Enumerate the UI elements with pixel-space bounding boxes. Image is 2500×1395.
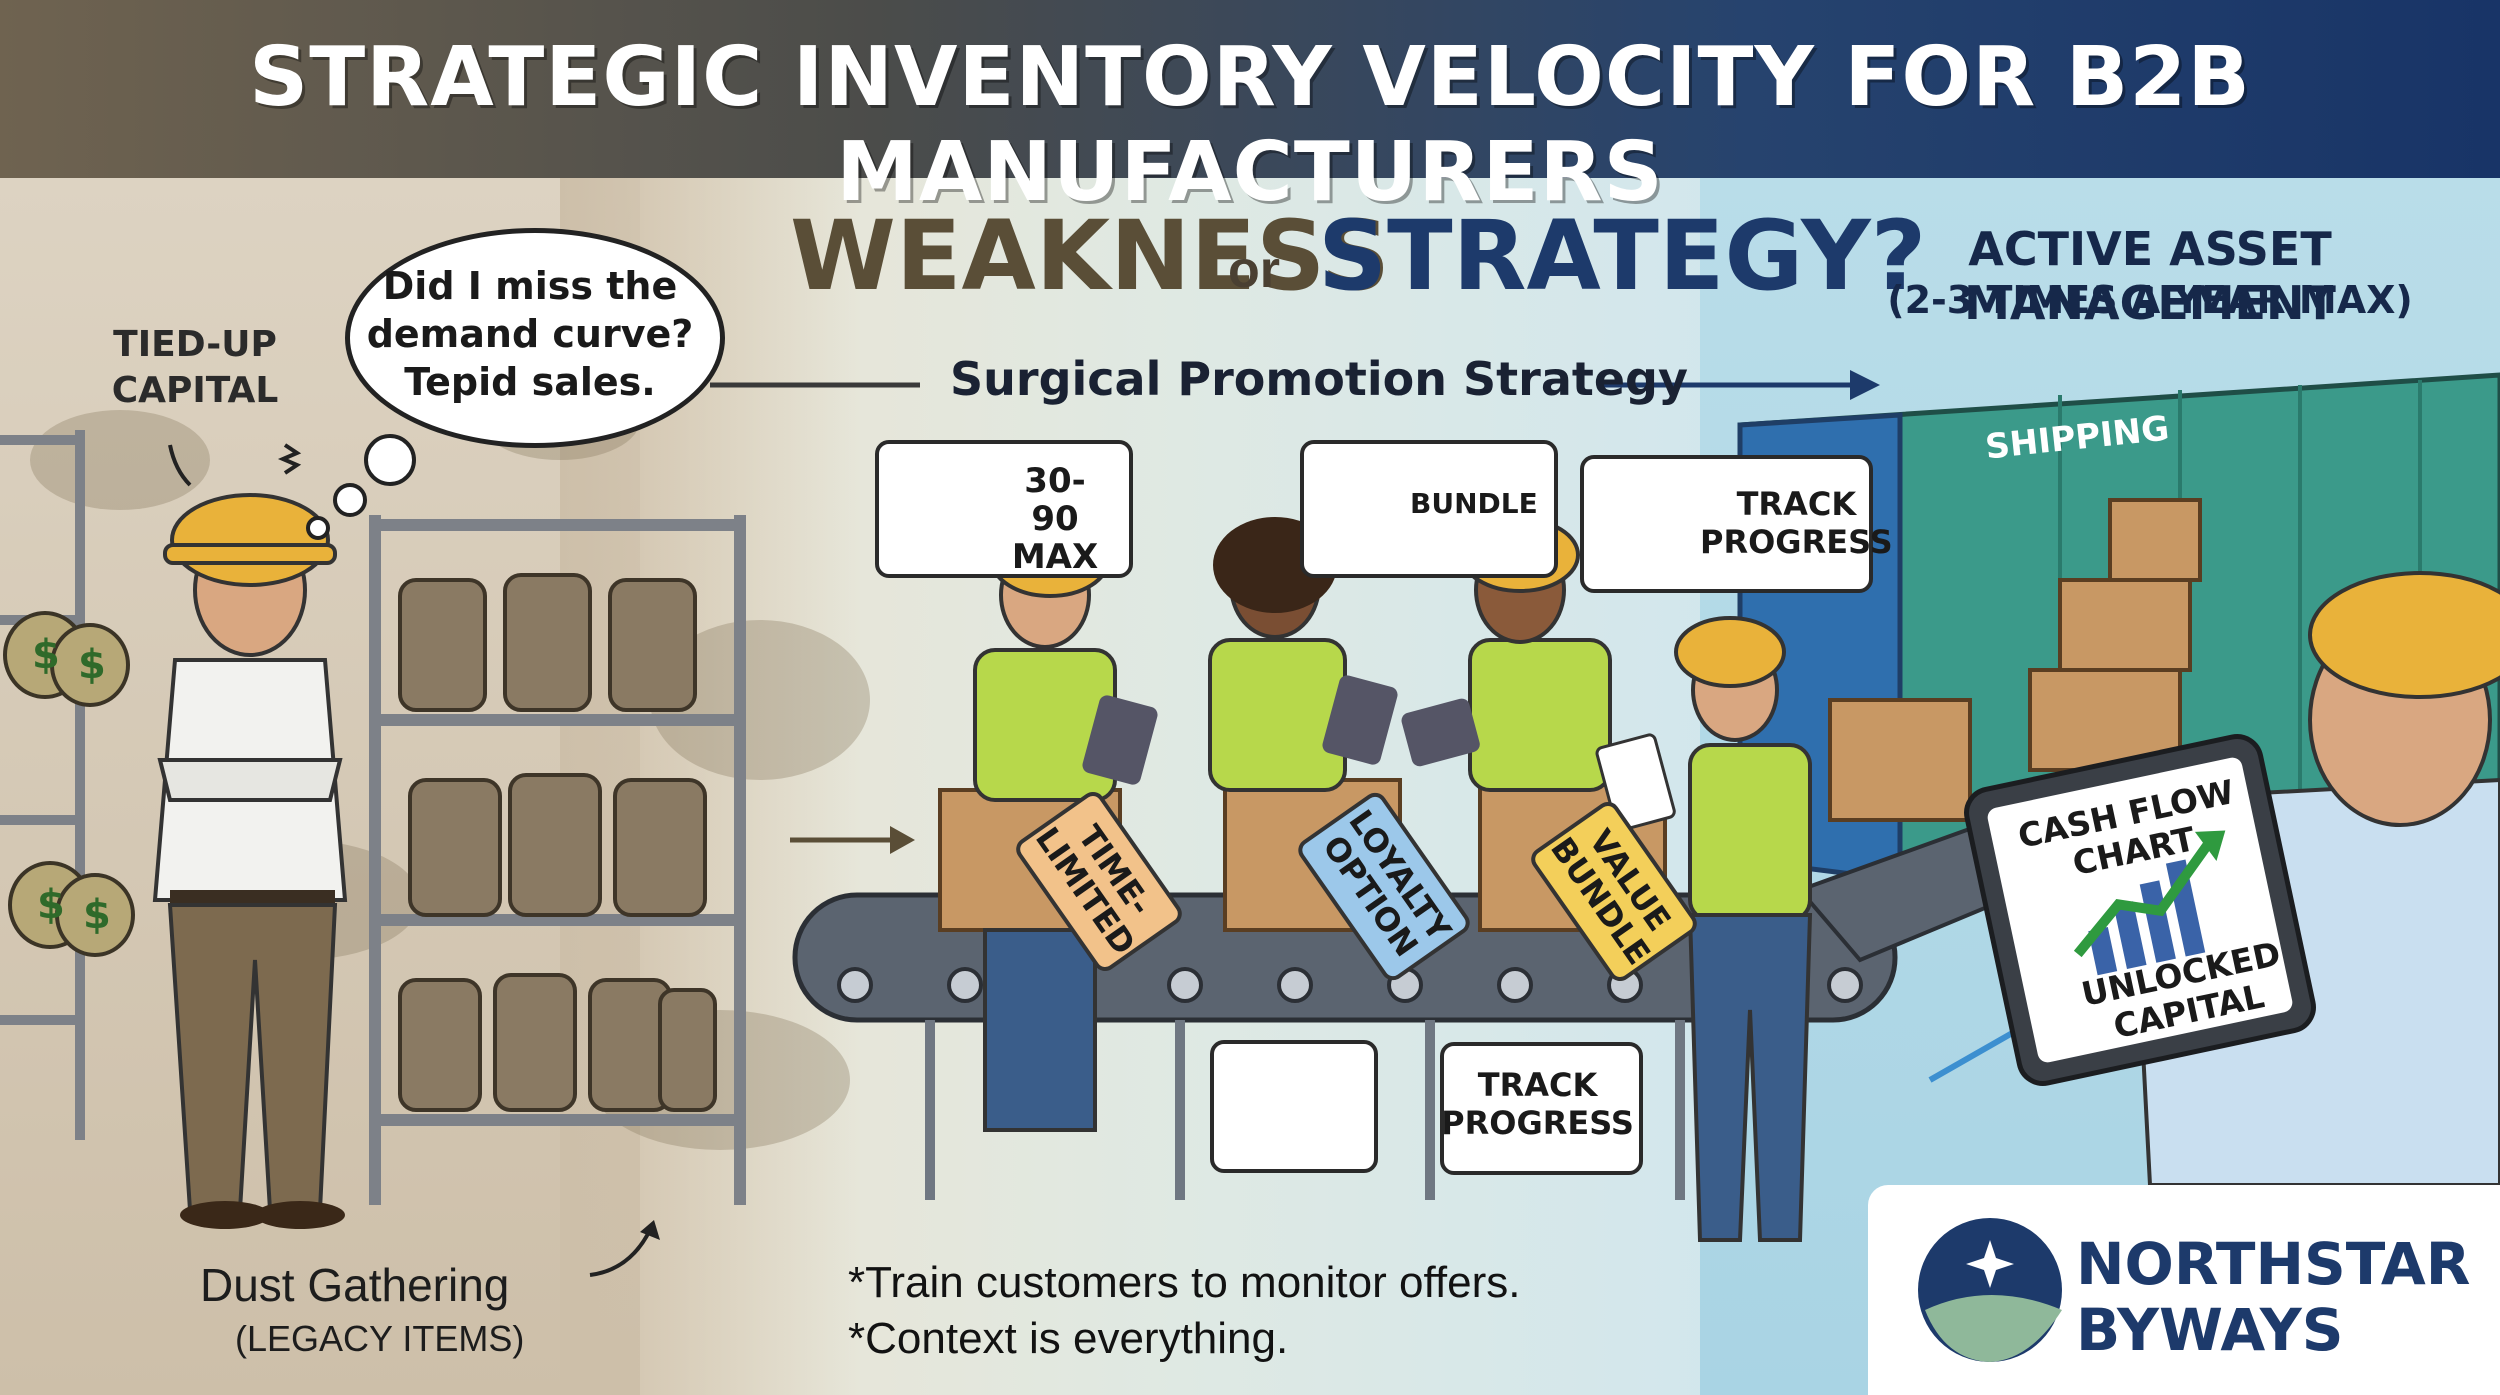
- thought-dots: [306, 434, 416, 540]
- svg-text:$: $: [78, 642, 106, 688]
- logo-text-northstar: NORTHSTAR: [2076, 1230, 2471, 1298]
- svg-text:$: $: [32, 632, 60, 678]
- tied-up-pointer: [168, 444, 192, 487]
- jars: [398, 573, 717, 1112]
- active-asset-subtitle: (2-3 TIMES A YEAR MAX): [1887, 278, 2413, 322]
- page-title: STRATEGIC INVENTORY VELOCITY FOR B2B MAN…: [249, 30, 2251, 220]
- container-boxes: [1828, 498, 2202, 822]
- logo-text-byways: BYWAYS: [2076, 1296, 2344, 1364]
- svg-text:$: $: [83, 892, 111, 938]
- dollar-signs: $ $ $ $: [32, 632, 111, 938]
- promotion-strategy-label: Surgical Promotion Strategy: [950, 352, 1688, 406]
- illustration: $ $ $ $: [0, 370, 2500, 1362]
- storage-shelf: [369, 515, 746, 1205]
- bundle-bubble: [1300, 440, 1558, 578]
- weakness-heading: WEAKNESS: [790, 200, 1391, 312]
- star-icon: [1918, 1218, 2062, 1362]
- legacy-items-label: (LEGACY ITEMS): [235, 1318, 525, 1359]
- cash-flow-tablet: [1964, 734, 2316, 1086]
- active-asset-title: ACTIVE ASSET MANAGEMENT: [1964, 222, 2336, 330]
- track-progress-bubble-top: [1580, 455, 1873, 593]
- track-progress-bubble-bottom: [1440, 1042, 1643, 1175]
- thought-bubble: [345, 228, 725, 448]
- svg-text:$: $: [37, 882, 65, 928]
- bundle-bubble-text: BUNDLE: [1410, 487, 1538, 520]
- header-banner: [0, 0, 2500, 178]
- strategy-heading: STRATEGY?: [1318, 200, 1927, 312]
- calendar-bubble: [875, 440, 1133, 578]
- dust-gathering-label: Dust Gathering: [200, 1259, 510, 1311]
- money-bags: [3, 611, 135, 957]
- note-train-customers: *Train customers to monitor offers.: [848, 1258, 1521, 1307]
- or-connector: or: [1228, 241, 1280, 299]
- note-context: *Context is everything.: [848, 1314, 1289, 1363]
- gift-bubble-lower: [1210, 1040, 1378, 1173]
- left-partial-shelf: [0, 430, 85, 1140]
- manager-figure: [152, 493, 348, 1229]
